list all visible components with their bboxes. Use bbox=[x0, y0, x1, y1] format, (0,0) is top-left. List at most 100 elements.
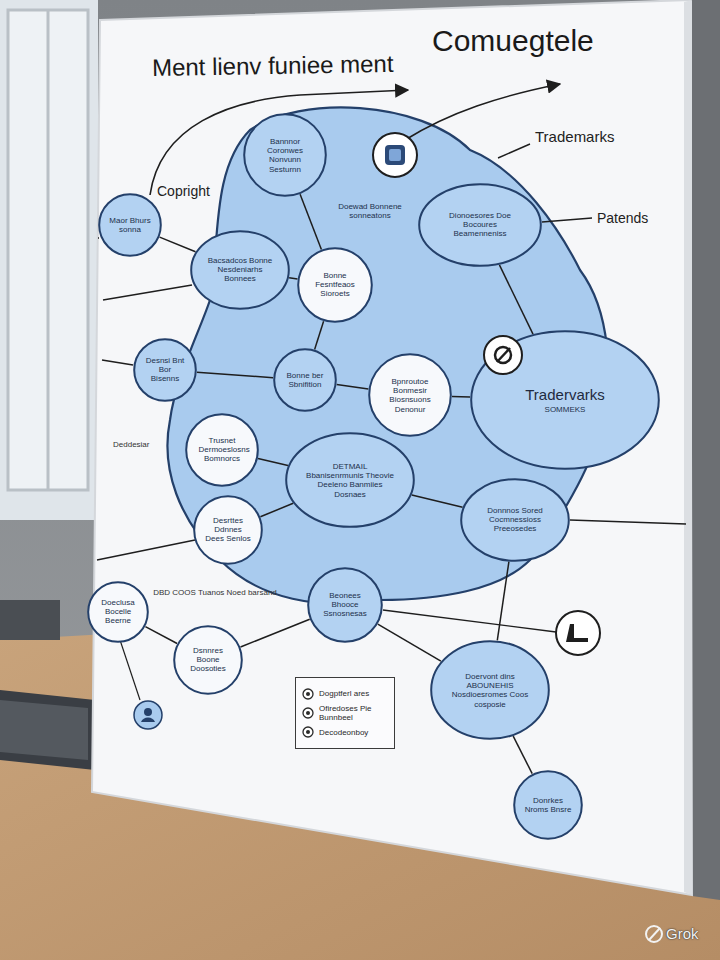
diagram-title: Ment lienv funiee ment bbox=[152, 50, 394, 82]
node-text: Donrkes Nroms Bnsre bbox=[525, 796, 572, 814]
node-text: Bonne ber Sbnifition bbox=[284, 371, 327, 389]
node-text: SOMMEKS bbox=[525, 405, 604, 414]
bubble-shape bbox=[244, 114, 326, 196]
bubble-node: DETMAIL Bbanisenrmunis Theovie Deeleno B… bbox=[285, 432, 415, 528]
connector-line bbox=[289, 278, 297, 279]
legend-swatch-ring bbox=[303, 708, 313, 718]
bubble-text: TradervarksSOMMEKS bbox=[525, 386, 604, 414]
connector-line bbox=[499, 265, 533, 334]
bubble-text: Trusnet Dermoeslosns Bomnorcs bbox=[199, 436, 246, 464]
bubble-text: Dsnnres Boone Doosoties bbox=[185, 646, 232, 674]
bubble-node: Maor Bhurs sonna bbox=[98, 193, 162, 257]
heading-label: Comuegtele bbox=[432, 24, 594, 59]
icon-glyph bbox=[497, 348, 510, 362]
bubble-shape bbox=[134, 339, 196, 401]
legend-swatch bbox=[302, 726, 314, 738]
node-text: Dsnnres Boone Doosoties bbox=[185, 646, 232, 674]
bubble-text: Bonne ber Sbnifition bbox=[284, 371, 327, 389]
bubble-shape bbox=[274, 349, 336, 411]
bubble-text: Beonees Bhooce Ssnosnesas bbox=[320, 591, 371, 619]
bubble-text: Desrttes Ddnnes Dees Senlos bbox=[205, 516, 252, 544]
callout-label: Trademarks bbox=[535, 128, 614, 145]
bubble-text: Bpnroutoe Bonmesir Biosnsuons Denonur bbox=[382, 377, 439, 414]
legend-swatch-ring bbox=[303, 689, 313, 699]
bubble-node: Bpnroutoe Bonmesir Biosnsuons Denonur bbox=[368, 353, 452, 437]
bubble-shape bbox=[194, 496, 262, 564]
bubble-shape bbox=[461, 479, 569, 561]
bubble-text: Donrkes Nroms Bnsre bbox=[525, 796, 572, 814]
callout-label: Patends bbox=[597, 210, 648, 226]
bubble-node: Donrkes Nroms Bnsre bbox=[513, 770, 583, 840]
legend-text: Ofiredoses Pie Bunnbeel bbox=[319, 704, 388, 722]
region-label: Doewad Bonnene sonneatons bbox=[325, 202, 415, 220]
bubble-shape bbox=[419, 184, 541, 266]
watermark: Grok bbox=[666, 925, 699, 942]
bubble-shape bbox=[308, 568, 382, 642]
icon-badge bbox=[484, 336, 522, 374]
bubble-text: Maor Bhurs sonna bbox=[109, 216, 152, 234]
connector-line bbox=[315, 321, 324, 349]
legend-row: Dogptferl ares bbox=[302, 688, 388, 700]
bubble-node: Donnnos Sored Cocmnessioss Preeosedes bbox=[460, 478, 570, 562]
node-text: Doervont dins ABOUNEHIS Nosdioesromes Co… bbox=[450, 672, 531, 709]
node-text: Bacsadcos Bonne Nesdeniarhs Bonnees bbox=[206, 256, 274, 284]
bubble-shape bbox=[471, 331, 659, 469]
bubble-node: Bannnor Coronwes Nonvunn Sesturnn bbox=[243, 113, 327, 197]
node-text: Trusnet Dermoeslosns Bomnorcs bbox=[199, 436, 246, 464]
node-text: Desrttes Ddnnes Dees Senlos bbox=[205, 516, 252, 544]
bubble-node: Trusnet Dermoeslosns Bomnorcs bbox=[185, 413, 259, 487]
node-heading: Tradervarks bbox=[525, 386, 604, 403]
bubble-shape bbox=[286, 433, 414, 527]
node-text: Beonees Bhooce Ssnosnesas bbox=[320, 591, 371, 619]
bubble-text: Doeclusa Bocelle Beerne bbox=[99, 598, 137, 626]
connector-line bbox=[452, 396, 470, 398]
bubble-text: Donnnos Sored Cocmnessioss Preeosedes bbox=[478, 506, 552, 534]
node-text: Donnnos Sored Cocmnessioss Preeosedes bbox=[478, 506, 552, 534]
legend-text: Dogptferl ares bbox=[319, 689, 369, 698]
connector-line bbox=[160, 237, 196, 252]
bubble-text: Dionoesores Doe Bocoures Beamenneniss bbox=[438, 211, 522, 239]
bubble-node: Bacsadcos Bonne Nesdeniarhs Bonnees bbox=[190, 230, 290, 310]
bubble-node: Desnsi Bnt Bor Bisenns bbox=[133, 338, 197, 402]
legend-swatch bbox=[302, 688, 314, 700]
legend-swatch-dot bbox=[306, 692, 310, 696]
node-text: Bannnor Coronwes Nonvunn Sesturnn bbox=[257, 137, 314, 174]
legend-row: Ofiredoses Pie Bunnbeel bbox=[302, 704, 388, 722]
bubble-text: Bacsadcos Bonne Nesdeniarhs Bonnees bbox=[206, 256, 274, 284]
legend-box: Dogptferl aresOfiredoses Pie BunnbeelDec… bbox=[295, 677, 395, 749]
bubble-text: DETMAIL Bbanisenrmunis Theovie Deeleno B… bbox=[306, 462, 394, 499]
bubble-shape bbox=[88, 582, 148, 642]
note-label: DBD COOS Tuanos Noed barsand bbox=[150, 588, 280, 597]
bubble-node: Desrttes Ddnnes Dees Senlos bbox=[193, 495, 263, 565]
connector-line bbox=[412, 495, 463, 507]
node-text: Bpnroutoe Bonmesir Biosnsuons Denonur bbox=[382, 377, 439, 414]
node-text: DETMAIL Bbanisenrmunis Theovie Deeleno B… bbox=[306, 462, 394, 499]
node-text: Doeclusa Bocelle Beerne bbox=[99, 598, 137, 626]
bubble-shape bbox=[369, 354, 451, 436]
note-label: Deddesiar bbox=[113, 440, 149, 449]
connector-line bbox=[497, 562, 509, 641]
bubble-shape bbox=[174, 626, 242, 694]
bubble-node: Doervont dins ABOUNEHIS Nosdioesromes Co… bbox=[430, 640, 550, 740]
bubble-shape bbox=[298, 248, 372, 322]
callout-label: Copright bbox=[157, 183, 210, 199]
connector-line bbox=[241, 619, 310, 647]
bubble-node: Beonees Bhooce Ssnosnesas bbox=[307, 567, 383, 643]
node-text: Desnsi Bnt Bor Bisenns bbox=[144, 356, 187, 384]
bubble-text: Bonne Fesntfeaos Sioroets bbox=[310, 271, 361, 299]
bubble-node: Doeclusa Bocelle Beerne bbox=[87, 581, 149, 643]
legend-swatch-ring bbox=[303, 727, 313, 737]
bubble-shape bbox=[99, 194, 161, 256]
legend-text: Decodeonboy bbox=[319, 728, 368, 737]
legend-row: Decodeonboy bbox=[302, 726, 388, 738]
connector-line bbox=[300, 194, 321, 249]
connector-line bbox=[145, 627, 177, 644]
bubble-shape bbox=[514, 771, 582, 839]
icon-glyph bbox=[495, 347, 511, 363]
bubble-node: Bonne Fesntfeaos Sioroets bbox=[297, 247, 373, 323]
legend-swatch bbox=[302, 707, 314, 719]
bubble-node: Bonne ber Sbnifition bbox=[273, 348, 337, 412]
bubble-shape bbox=[431, 641, 549, 739]
connector-line bbox=[337, 385, 369, 390]
connector-line bbox=[197, 372, 273, 377]
